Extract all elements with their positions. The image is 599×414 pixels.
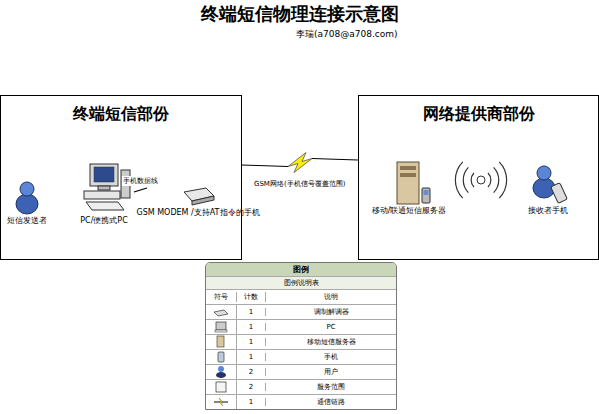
legend-column-head: 符号: [206, 292, 237, 302]
legend-count: 2: [237, 383, 266, 391]
signal-wave: [471, 173, 474, 187]
legend-icon: [210, 335, 232, 349]
legend-icon: [210, 350, 232, 364]
device-label: PC/便携式PC: [61, 216, 147, 226]
legend-text: 服务范围: [266, 382, 396, 392]
legend-symbol-cell: [206, 350, 237, 364]
icon-part: [537, 166, 551, 180]
legend-icon-part: [215, 330, 227, 332]
legend-symbol-cell: [206, 335, 237, 349]
legend-count: 1: [237, 353, 266, 361]
signal-wave: [494, 167, 499, 192]
legend-count: 1: [237, 308, 266, 316]
legend-row: 2服务范围: [206, 379, 396, 394]
legend-row: 1PC: [206, 319, 396, 334]
device-node: 移动/联通短信服务器: [361, 156, 457, 216]
legend-row: 1调制解调器: [206, 304, 396, 319]
legend-icon: [210, 320, 232, 334]
legend-icon-part: [217, 336, 224, 347]
icon-part: [397, 162, 419, 204]
icon-part: [86, 202, 124, 210]
legend-row: 1手机: [206, 349, 396, 364]
cable-line: [134, 188, 147, 192]
icon-part: [84, 191, 120, 199]
link-line: [242, 165, 288, 167]
device-label: 接收者手机: [505, 206, 591, 216]
legend-text: 调制解调器: [266, 307, 396, 317]
legend-row: 1通信链路: [206, 394, 396, 409]
legend-icon-part: [218, 366, 224, 372]
device-label: 短信发送者: [4, 216, 50, 226]
icon-part: [400, 166, 416, 170]
legend-title: 图例: [206, 263, 396, 276]
legend-column-head: 计数: [237, 292, 266, 302]
device-node: 短信发送者: [4, 176, 50, 226]
legend-icon: [210, 365, 232, 379]
edge-label: GSM网络(手机信号覆盖范围): [253, 179, 346, 189]
legend-icon-part: [218, 352, 224, 362]
author-note: 李瑞(a708@a708.com): [296, 28, 398, 41]
signal-wave: [455, 162, 462, 198]
region-heading: 终端短信部份: [1, 104, 241, 125]
legend-icon-part: [219, 398, 223, 406]
edge-label: 手机数据线: [122, 176, 159, 186]
icon-part: [16, 194, 38, 214]
legend-text: PC: [266, 323, 396, 331]
icon-part: [400, 173, 416, 177]
legend-subtitle: 图例说明表: [206, 276, 396, 289]
legend-icon-part: [214, 310, 228, 316]
device-node: PC/便携式PC: [61, 158, 147, 226]
legend-text: 用户: [266, 367, 396, 377]
legend-icon: [210, 380, 232, 394]
link-line: [312, 159, 358, 161]
icon-part: [422, 188, 430, 203]
icon-part: [551, 183, 568, 204]
legend-text: 手机: [266, 352, 396, 362]
legend-row: 1移动短信服务器: [206, 334, 396, 349]
legend-icon-part: [216, 382, 226, 392]
legend-text: 通信链路: [266, 397, 396, 407]
icon-part: [20, 182, 34, 196]
legend-symbol-cell: [206, 305, 237, 319]
signal-wave: [499, 162, 506, 198]
connector: [134, 188, 147, 192]
connector: [242, 153, 358, 173]
diagram-title: 终端短信物理连接示意图: [0, 2, 599, 26]
device-label: GSM MODEM /支持AT指令的手机: [134, 208, 262, 218]
icon-part: [94, 167, 114, 182]
signal-wave: [463, 167, 468, 192]
region-box: 网络提供商部份移动/联通短信服务器 接收者手机: [358, 95, 599, 260]
legend-row: 符号计数说明: [206, 289, 396, 304]
signal-wave: [488, 173, 491, 187]
icon-part: [424, 190, 429, 195]
legend-count: 1: [237, 398, 266, 406]
legend-count: 2: [237, 368, 266, 376]
device-node: 接收者手机: [505, 156, 591, 216]
legend-count: 1: [237, 323, 266, 331]
legend-count: 1: [237, 338, 266, 346]
signal-dot: [477, 176, 485, 184]
legend-icon-part: [216, 372, 226, 378]
lightning-bolt: [288, 153, 312, 173]
icon-part: [192, 196, 214, 205]
legend-symbol-cell: [206, 320, 237, 334]
legend-row: 2用户: [206, 364, 396, 379]
legend-column-head: 说明: [266, 292, 396, 302]
legend-table: 图例图例说明表符号计数说明1调制解调器1PC1移动短信服务器1手机2用户2服务范…: [205, 262, 397, 410]
legend-text: 移动短信服务器: [266, 337, 396, 347]
legend-icon: [210, 305, 232, 319]
legend-symbol-cell: [206, 380, 237, 394]
legend-icon-part: [216, 322, 226, 330]
region-heading: 网络提供商部份: [359, 104, 598, 125]
legend-symbol-cell: [206, 365, 237, 379]
legend-symbol-cell: [206, 395, 237, 409]
legend-icon: [210, 395, 232, 409]
device-label: 移动/联通短信服务器: [361, 206, 457, 216]
region-box: 终端短信部份短信发送者PC/便携式PCGSM MODEM /支持AT指令的手机: [0, 95, 242, 260]
icon-part: [98, 186, 110, 190]
icon-part: [90, 164, 118, 186]
